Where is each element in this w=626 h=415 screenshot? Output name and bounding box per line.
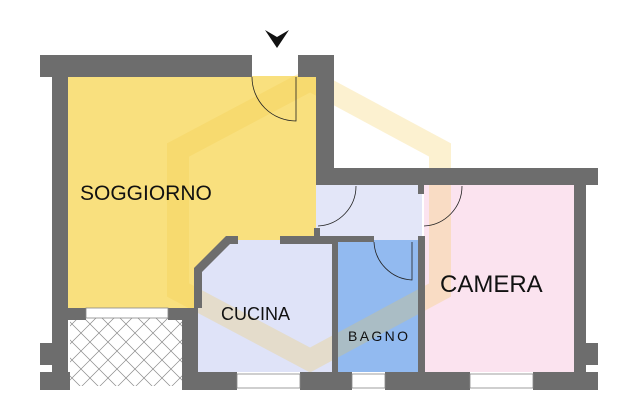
- room-bagno: [338, 240, 420, 372]
- room-cucina: [198, 240, 334, 372]
- doors[interactable]: [251, 76, 463, 281]
- watermark-logo: [167, 67, 451, 373]
- windows: [85, 307, 534, 389]
- label-bagno: BAGNO: [348, 328, 408, 344]
- arrow-down-icon: [265, 30, 289, 48]
- room-disimpegno: [316, 184, 422, 240]
- label-soggiorno: SOGGIORNO: [80, 182, 212, 205]
- balcony: [70, 318, 182, 386]
- label-cucina: CUCINA: [221, 304, 290, 324]
- walls: [40, 55, 598, 390]
- label-camera: CAMERA: [440, 271, 543, 298]
